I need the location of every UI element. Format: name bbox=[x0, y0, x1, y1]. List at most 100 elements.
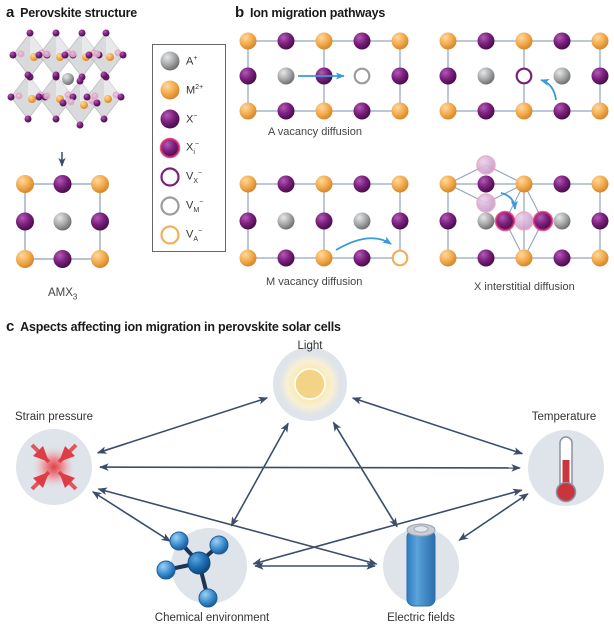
a-ion bbox=[277, 212, 295, 230]
m-ion bbox=[16, 175, 34, 193]
x-ion-faded bbox=[476, 155, 496, 175]
legend-subscript: M bbox=[193, 206, 200, 214]
amx3-formula: AMX3 bbox=[48, 287, 77, 301]
migration-arrow bbox=[335, 236, 392, 251]
x-ion bbox=[7, 93, 15, 101]
x-ion-faded bbox=[514, 211, 534, 231]
legend-charge: − bbox=[198, 227, 203, 235]
formula-text: AMX bbox=[48, 287, 73, 299]
panel-b-title-text: Ion migration pathways bbox=[249, 6, 386, 20]
legend-symbol: A bbox=[186, 55, 194, 68]
x-vacancy-swatch-icon bbox=[160, 167, 180, 187]
x-ion bbox=[85, 51, 93, 59]
m-ion bbox=[239, 32, 257, 50]
arrow-light-chemical bbox=[230, 422, 289, 527]
m-ion bbox=[591, 32, 609, 50]
legend-charge: 2+ bbox=[195, 83, 204, 91]
x-ion bbox=[59, 99, 67, 107]
lattice-x-interstitial bbox=[439, 155, 609, 267]
connection-arrows bbox=[91, 396, 529, 570]
m-ion bbox=[315, 102, 333, 120]
sun-icon bbox=[294, 368, 326, 400]
m-ion bbox=[239, 102, 257, 120]
x-ion bbox=[24, 71, 32, 79]
caption-a-vacancy-diffusion: A vacancy diffusion bbox=[268, 126, 362, 138]
arrow-strain-temperature bbox=[99, 463, 521, 472]
m-ion bbox=[391, 175, 409, 193]
legend-item-m-ion: M2+ bbox=[159, 78, 203, 102]
x-ion bbox=[353, 32, 371, 50]
legend-subscript: A bbox=[193, 235, 199, 243]
m-ion bbox=[439, 249, 457, 267]
m-ion bbox=[391, 32, 409, 50]
m-vacancy-swatch-icon bbox=[160, 196, 180, 216]
amx3-unit-cell bbox=[16, 175, 109, 268]
x-ion bbox=[83, 93, 91, 101]
x-ion-faded bbox=[67, 98, 75, 106]
m-ion bbox=[91, 250, 109, 268]
legend-symbol: V bbox=[186, 228, 194, 241]
a-ion bbox=[277, 67, 295, 85]
m-ion bbox=[28, 95, 36, 103]
molecule-atom bbox=[156, 560, 176, 580]
m-vacancy bbox=[353, 67, 371, 85]
x-ion bbox=[35, 51, 43, 59]
battery-icon bbox=[406, 529, 436, 607]
x-ion bbox=[239, 67, 257, 85]
x-ion bbox=[91, 212, 109, 231]
factor-nodes bbox=[16, 347, 604, 608]
legend-subscript: X bbox=[193, 177, 199, 185]
x-ion bbox=[477, 102, 495, 120]
thermometer-mercury bbox=[562, 460, 570, 490]
m-ion bbox=[439, 175, 457, 193]
legend-symbol: V bbox=[186, 170, 194, 183]
x-ion bbox=[477, 249, 495, 267]
m-ion bbox=[515, 249, 533, 267]
molecule-atom bbox=[209, 535, 229, 555]
m-ion bbox=[591, 102, 609, 120]
x-ion bbox=[553, 175, 571, 193]
m-ion bbox=[515, 175, 533, 193]
legend-item-a-ion: A+ bbox=[159, 49, 197, 73]
x-ion bbox=[391, 67, 409, 85]
thermometer-icon bbox=[555, 481, 577, 503]
x-ion bbox=[102, 29, 110, 37]
m-ion bbox=[104, 95, 112, 103]
x-interstitial-ion bbox=[532, 210, 554, 232]
panel-b-letter: b bbox=[235, 4, 244, 21]
legend-charge: − bbox=[199, 198, 204, 206]
arrow-strain-chemical bbox=[91, 491, 172, 542]
legend-symbol: M bbox=[186, 84, 196, 97]
arrow-temperature-electric bbox=[458, 493, 529, 541]
a-ion bbox=[477, 212, 495, 230]
legend-symbol: X bbox=[186, 141, 194, 154]
label-chemical-environment: Chemical environment bbox=[154, 612, 270, 624]
x-ion bbox=[100, 115, 108, 123]
x-interstitial-ion bbox=[494, 210, 516, 232]
x-vacancy bbox=[515, 67, 533, 85]
x-ion bbox=[117, 93, 125, 101]
molecule-icon bbox=[187, 551, 211, 575]
x-ion bbox=[52, 71, 60, 79]
x-ion bbox=[277, 249, 295, 267]
x-ion bbox=[553, 32, 571, 50]
m-ion bbox=[91, 175, 109, 193]
m-ion bbox=[80, 101, 88, 109]
x-ion bbox=[16, 212, 34, 231]
compression-arrowhead bbox=[33, 472, 49, 488]
a-ion-swatch-icon bbox=[160, 51, 180, 71]
battery-terminal bbox=[413, 525, 429, 533]
compression-arrowhead bbox=[59, 446, 75, 462]
x-ion bbox=[52, 29, 60, 37]
x-ion bbox=[315, 212, 333, 230]
a-ion bbox=[477, 67, 495, 85]
x-ion bbox=[591, 212, 609, 230]
a-ion bbox=[553, 67, 571, 85]
ion-legend: A+ M2+ X− Xi− VX− VM− VA− bbox=[152, 44, 226, 252]
x-ion bbox=[53, 250, 72, 268]
x-ion-faded bbox=[91, 92, 99, 100]
arrow-light-electric bbox=[332, 421, 398, 528]
x-ion bbox=[477, 32, 495, 50]
